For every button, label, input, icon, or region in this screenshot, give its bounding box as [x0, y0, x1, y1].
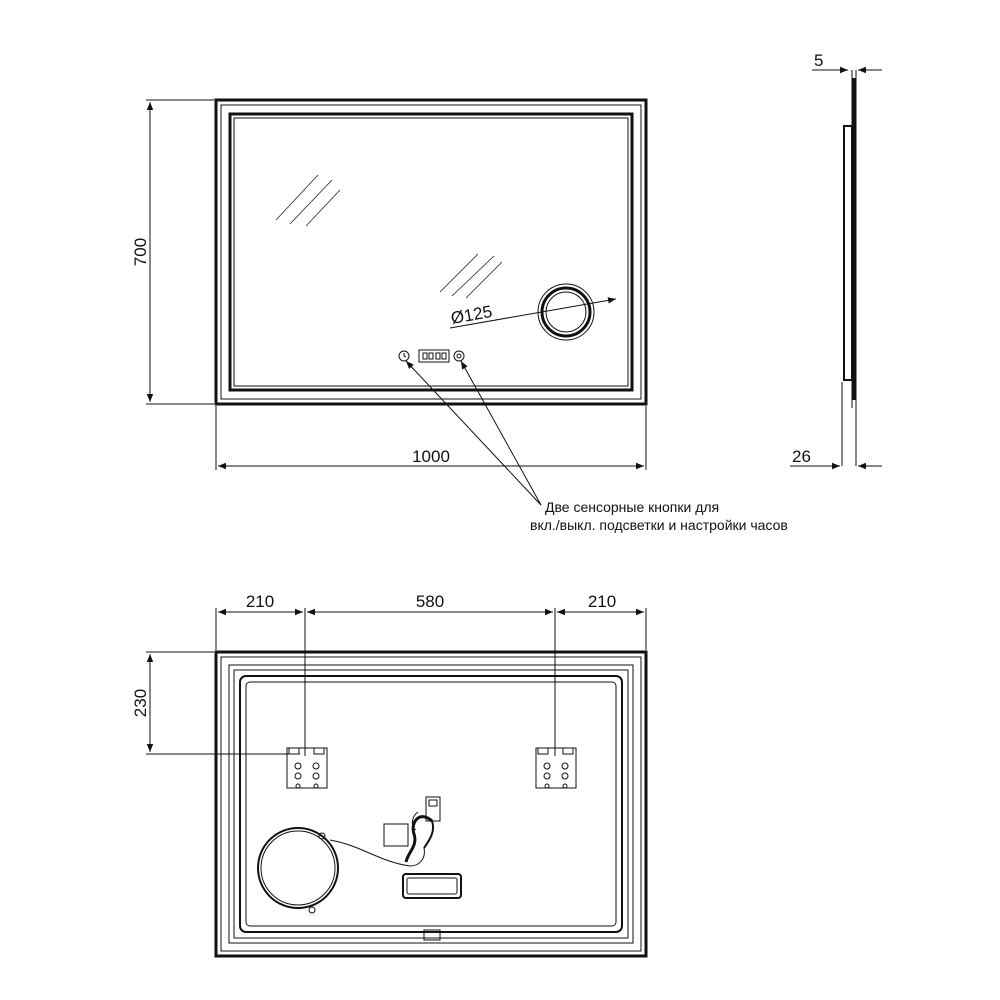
light-touch-button-icon — [453, 350, 465, 362]
power-supply-unit — [383, 796, 441, 863]
led-strip-inner-edge — [233, 117, 629, 387]
rear-outer-frame — [214, 650, 648, 958]
magnifier-diameter-label: Ø125 — [449, 302, 493, 328]
side-backing-frame — [843, 125, 853, 381]
center-span-label: 580 — [416, 592, 444, 611]
rear-frame-step-1 — [220, 656, 642, 952]
touch-note-line1: Две сенсорные кнопки для — [545, 499, 719, 515]
magnifier-cable — [329, 839, 425, 867]
front-view: Ø125 700 1000 Две — [131, 98, 788, 533]
magnifier-back-housing — [257, 827, 339, 914]
thickness-bottom-label: 26 — [792, 447, 811, 466]
control-module — [402, 873, 462, 899]
left-offset-label: 210 — [246, 592, 274, 611]
led-backlight-strip — [228, 112, 634, 392]
mirror-outer-frame — [214, 98, 648, 406]
glass-reflection-hatch-middle — [439, 253, 503, 299]
rear-frame-step-3 — [233, 669, 629, 939]
top-offset-label: 230 — [131, 689, 150, 717]
clock-touch-button-icon — [398, 350, 410, 362]
touch-button-leader-right — [460, 360, 542, 506]
magnifier-mirror — [537, 283, 595, 341]
width-dimension-label: 1000 — [412, 447, 450, 466]
thickness-top-label: 5 — [814, 51, 823, 70]
touch-note-line2: вкл./выкл. подсветки и настройки часов — [530, 517, 788, 533]
touch-button-leader-left — [405, 360, 542, 506]
magnifier-diameter-leader — [449, 297, 617, 329]
rear-backing-inner — [245, 681, 617, 927]
mirror-frame-inner-edge — [220, 104, 642, 400]
rear-frame-step-2 — [228, 664, 634, 944]
mounting-bracket-left — [286, 747, 328, 789]
rear-view: 210 580 210 230 — [131, 592, 648, 958]
bottom-cable-outlet — [423, 929, 441, 941]
rear-backing-panel — [239, 675, 623, 933]
right-offset-label: 210 — [588, 592, 616, 611]
height-dimension-label: 700 — [131, 238, 150, 266]
clock-display — [418, 349, 450, 363]
glass-reflection-hatch-top — [275, 174, 341, 227]
side-view: 5 26 — [790, 51, 882, 470]
mounting-bracket-right — [535, 747, 577, 789]
